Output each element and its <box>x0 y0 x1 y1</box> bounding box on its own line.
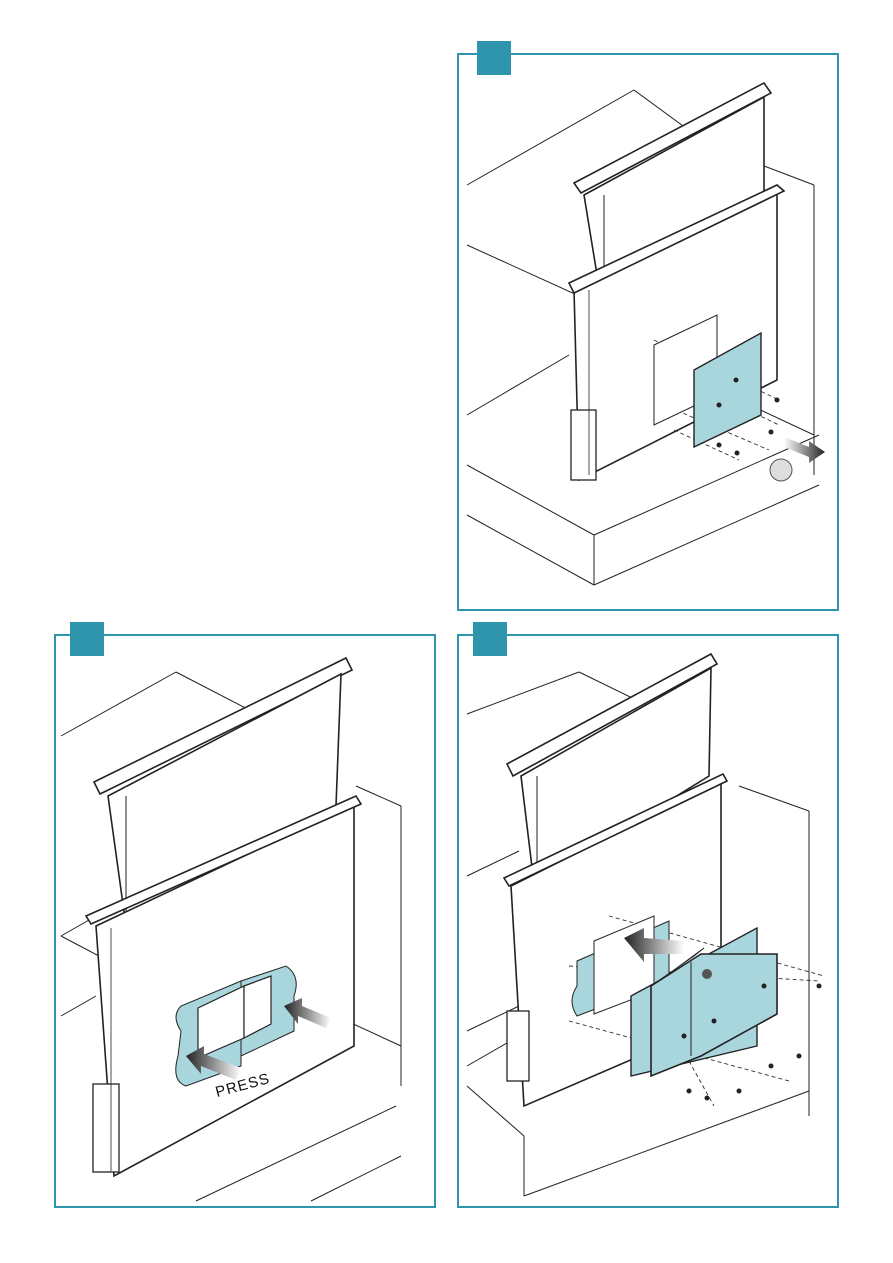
step-panel-bottom-right <box>457 634 839 1208</box>
installation-drawing <box>459 636 837 1206</box>
step-panel-top-right <box>457 53 839 611</box>
step-panel-bottom-left: PRESS <box>54 634 436 1208</box>
installation-drawing <box>56 636 434 1206</box>
round-part-icon <box>770 459 792 481</box>
installation-drawing <box>459 55 837 609</box>
